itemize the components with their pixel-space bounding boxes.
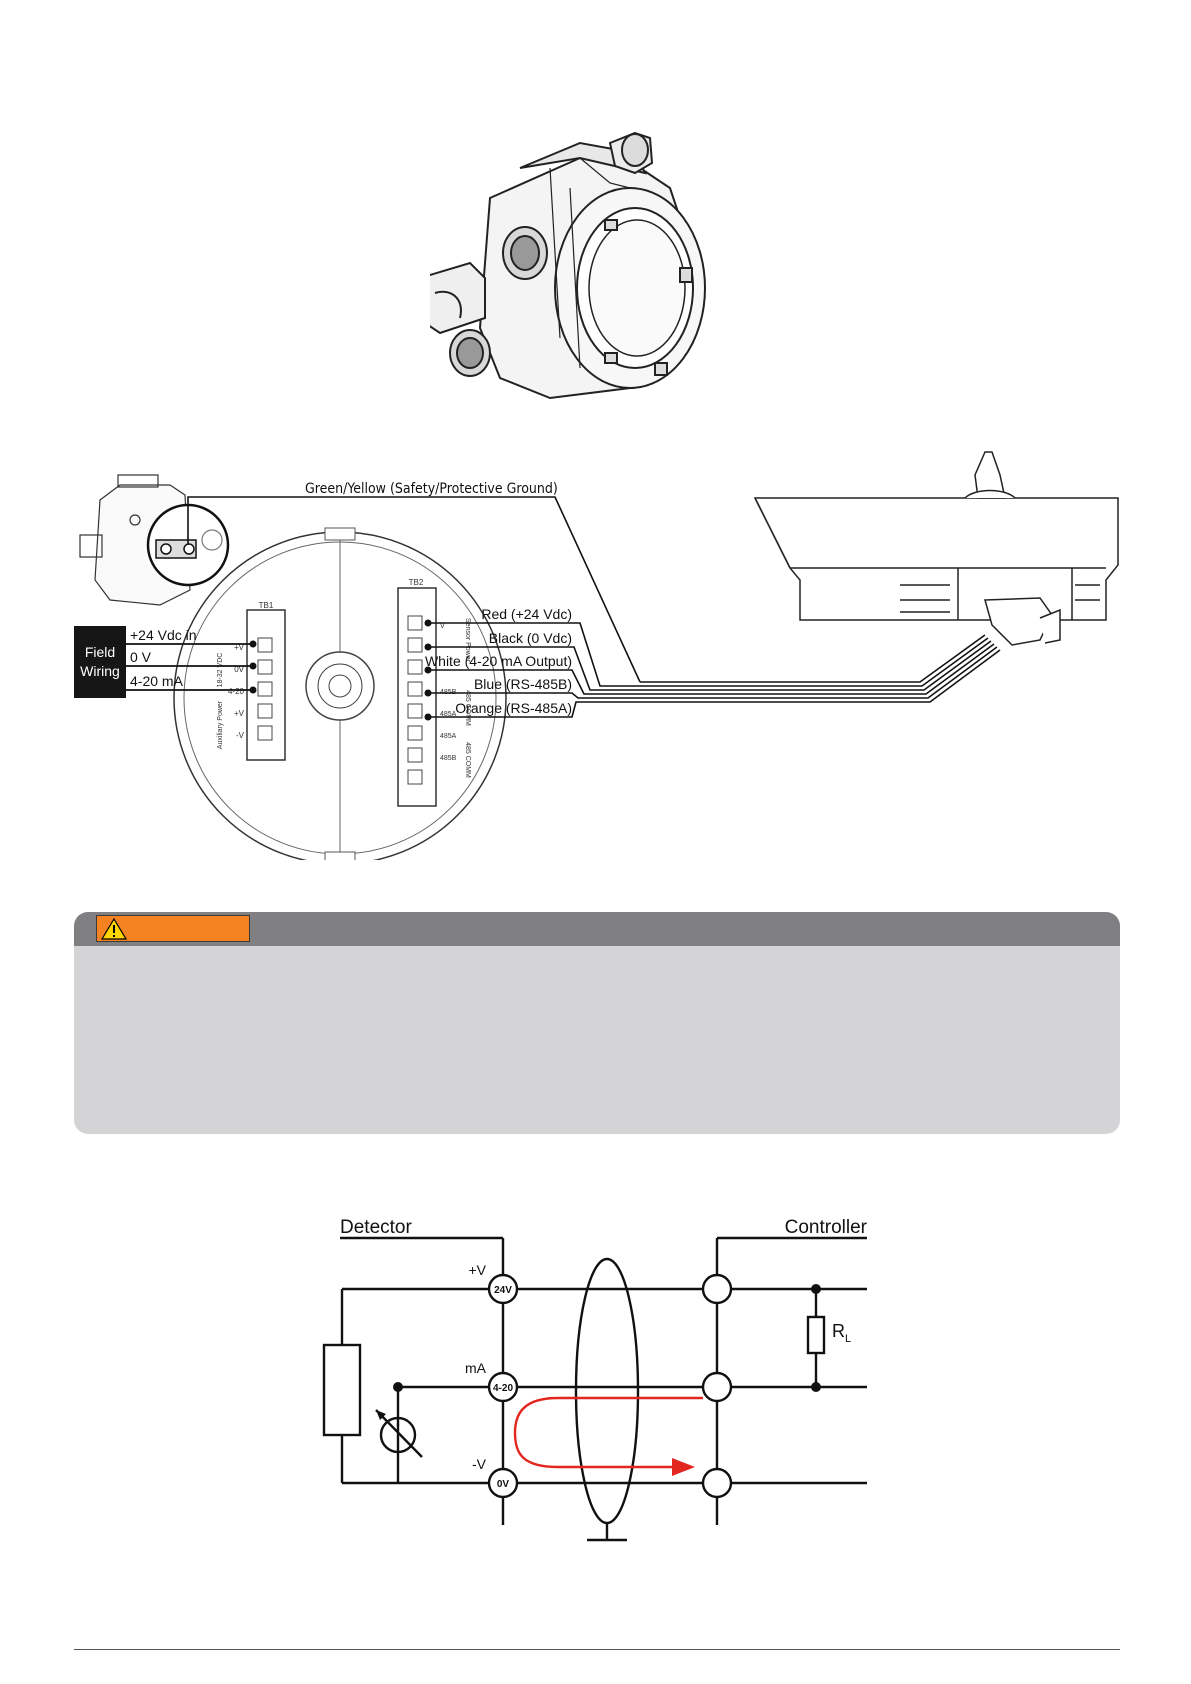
tb2-group-comm-2: 485 COMM <box>464 742 471 778</box>
controller-label: Controller <box>785 1217 868 1238</box>
tb2-pin-6: 485A <box>440 733 457 740</box>
tb2-group-sensor: Sensor Power <box>464 618 471 663</box>
wire-white: White (4-20 mA Output) <box>425 653 572 669</box>
terminal-side-plus-v: +V <box>468 1262 486 1278</box>
load-resistor <box>806 1315 826 1355</box>
tb2-pin-1: V <box>440 623 445 630</box>
warning-triangle-icon <box>101 918 127 940</box>
tb1-pin-3: 4-20 <box>228 687 245 696</box>
terminal-24v: 24V <box>494 1285 512 1296</box>
wiring-diagram: TB1 +V 0V 4-20 +V -V 18-32 VDC Auxiliary… <box>79 451 1119 860</box>
detector-resistor <box>322 1343 362 1437</box>
terminal-side-ma: mA <box>465 1360 487 1376</box>
detector-housing-illustration <box>430 131 706 400</box>
field-terminal-24v: +24 Vdc in <box>130 627 197 643</box>
wire-black: Black (0 Vdc) <box>489 630 572 646</box>
warning-tag <box>96 915 250 942</box>
current-flow-arrow <box>513 1396 703 1469</box>
tb2-pin-7: 485B <box>440 755 457 762</box>
warning-header <box>74 912 1120 946</box>
wire-blue: Blue (RS-485B) <box>474 676 572 692</box>
tb1-pin-5: -V <box>236 731 245 740</box>
ground-wire-label: Green/Yellow (Safety/Protective Ground) <box>305 481 558 497</box>
terminal-0v: 0V <box>497 1479 510 1490</box>
field-wiring-line-2: Wiring <box>80 663 120 679</box>
wire-red: Red (+24 Vdc) <box>481 606 572 622</box>
ground-symbol-icon <box>201 529 223 551</box>
tb1-label: TB1 <box>259 601 274 610</box>
field-terminal-0v: 0 V <box>130 649 152 665</box>
tb1-pin-2: 0V <box>234 665 244 674</box>
resistor-label: RL <box>832 1321 851 1345</box>
warning-panel <box>74 912 1120 1134</box>
field-terminal-4-20ma: 4-20 mA <box>130 673 184 689</box>
tb1-pin-1: +V <box>234 643 245 652</box>
current-source-icon <box>379 1416 417 1454</box>
field-wiring-tag: Field Wiring <box>74 626 126 698</box>
tb1-group-power: 18-32 VDC <box>217 653 224 688</box>
tb2-pin-5: 485A <box>440 711 457 718</box>
tb2-group-comm-1: 485 COMM <box>464 690 471 726</box>
field-wiring-line-1: Field <box>84 644 116 660</box>
tb1-pin-4: +V <box>234 709 245 718</box>
tb2-label: TB2 <box>409 578 424 587</box>
detector-label: Detector <box>340 1217 412 1238</box>
current-loop-circuit: 24V 4-20 0V +V mA -V Detector Controller… <box>322 1217 868 1542</box>
terminal-side-minus-v: -V <box>472 1456 487 1472</box>
sensor-unit <box>753 451 1119 646</box>
current-arrow-head-icon <box>672 1458 695 1476</box>
wire-orange: Orange (RS-485A) <box>455 700 572 716</box>
tb1-group-aux: Auxiliary Power <box>217 700 224 749</box>
footer-rule <box>74 1649 1120 1650</box>
terminal-4-20: 4-20 <box>493 1383 513 1394</box>
